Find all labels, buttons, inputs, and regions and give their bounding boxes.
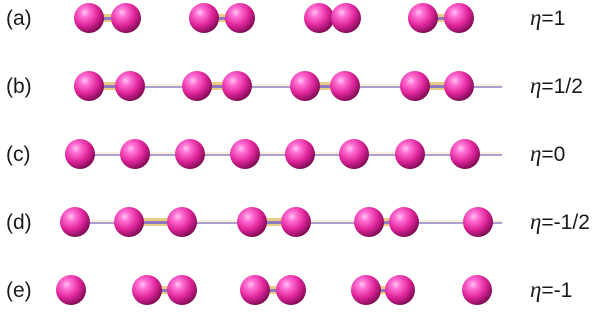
- atom: [331, 3, 361, 33]
- atom: [132, 275, 162, 305]
- atom: [60, 207, 90, 237]
- row-c: (c) η=0: [6, 139, 565, 169]
- atom: [400, 71, 430, 101]
- row-label: (a): [6, 7, 32, 30]
- atom: [167, 275, 197, 305]
- atom: [240, 275, 270, 305]
- eta-symbol: η: [530, 209, 541, 234]
- atom: [354, 207, 384, 237]
- atom: [56, 275, 86, 305]
- atom: [225, 3, 255, 33]
- atom: [385, 275, 415, 305]
- atom: [304, 3, 334, 33]
- eta-value: =0: [541, 143, 565, 166]
- row-d: (d) η=-1/2: [6, 207, 590, 237]
- eta-label: η=-1/2: [530, 209, 590, 234]
- atom: [167, 207, 197, 237]
- atom: [115, 71, 145, 101]
- atom: [74, 3, 104, 33]
- row-label: (c): [6, 143, 31, 166]
- atom: [182, 71, 212, 101]
- atom: [120, 139, 150, 169]
- atom: [230, 139, 260, 169]
- eta-label: η=-1: [530, 277, 572, 302]
- eta-label: η=0: [530, 141, 565, 166]
- eta-symbol: η: [530, 73, 541, 98]
- atom: [285, 139, 315, 169]
- row-a: (a) η=1: [6, 3, 565, 33]
- row-label: (d): [6, 211, 32, 234]
- atom: [189, 3, 219, 33]
- eta-symbol: η: [530, 141, 541, 166]
- atom: [276, 275, 306, 305]
- row-b: (b) η=1/2: [6, 71, 583, 101]
- row-e: (e) η=-1: [6, 275, 572, 305]
- atom: [450, 139, 480, 169]
- row-label: (b): [6, 75, 32, 98]
- eta-symbol: η: [530, 5, 541, 30]
- eta-label: η=1/2: [530, 73, 583, 98]
- eta-label: η=1: [530, 5, 565, 30]
- atom: [330, 71, 360, 101]
- atom: [339, 139, 369, 169]
- eta-value: =-1: [541, 279, 572, 302]
- eta-value: =1: [541, 7, 565, 30]
- atom: [351, 275, 381, 305]
- atom: [111, 3, 141, 33]
- atom: [222, 71, 252, 101]
- eta-value: =-1/2: [541, 211, 589, 234]
- atom: [408, 3, 438, 33]
- atom: [395, 139, 425, 169]
- eta-symbol: η: [530, 277, 541, 302]
- atom: [74, 71, 104, 101]
- atom: [281, 207, 311, 237]
- atom: [175, 139, 205, 169]
- atom: [463, 207, 493, 237]
- atom: [114, 207, 144, 237]
- atom: [444, 3, 474, 33]
- atom: [462, 275, 492, 305]
- row-label: (e): [6, 279, 32, 302]
- atom: [290, 71, 320, 101]
- atom: [237, 207, 267, 237]
- eta-value: =1/2: [541, 75, 582, 98]
- atom: [389, 207, 419, 237]
- atom: [444, 71, 474, 101]
- atom: [65, 139, 95, 169]
